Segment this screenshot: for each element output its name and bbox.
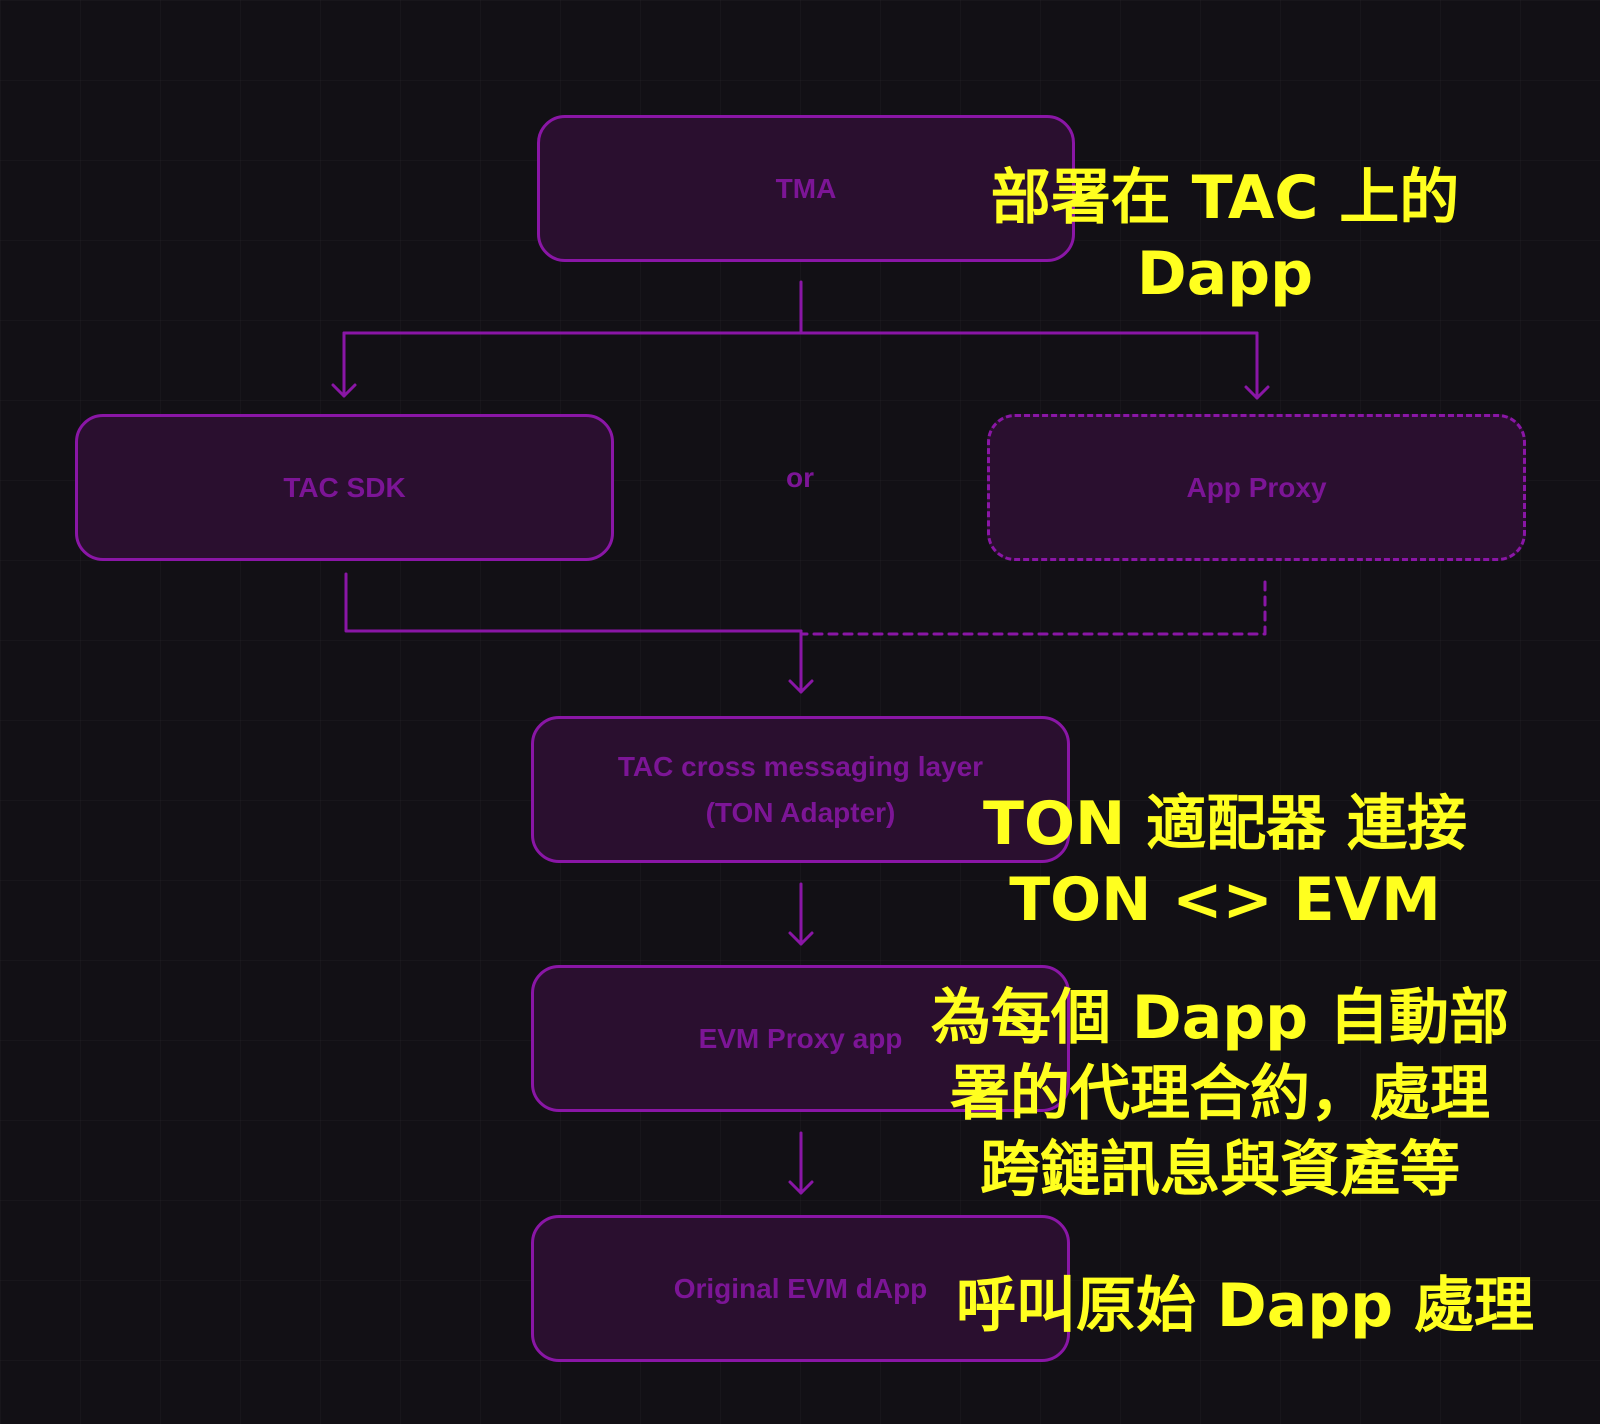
node-tac-sdk: TAC SDK	[75, 414, 614, 561]
node-tma: TMA	[537, 115, 1075, 262]
node-tac-sdk-label: TAC SDK	[283, 471, 406, 503]
arrowhead-cross-messaging	[788, 679, 814, 694]
annotation-tac-dapp-line2: Dapp	[1136, 239, 1314, 309]
annotation-proxy-contract-line1: 為每個 Dapp 自動部	[931, 983, 1509, 1053]
node-original-dapp: Original EVM dApp	[531, 1215, 1070, 1362]
annotation-tac-dapp: 部署在 TAC 上的 Dapp	[950, 160, 1500, 312]
node-app-proxy: App Proxy	[987, 414, 1526, 561]
node-app-proxy-label: App Proxy	[1186, 471, 1327, 503]
node-original-dapp-label: Original EVM dApp	[673, 1272, 928, 1304]
arrowhead-original-dapp	[788, 1180, 814, 1195]
annotation-tac-dapp-line1: 部署在 TAC 上的	[990, 163, 1460, 233]
connector-tac-sdk-merge	[344, 572, 803, 633]
node-cross-messaging: TAC cross messaging layer (TON Adapter)	[531, 716, 1070, 863]
node-evm-proxy: EVM Proxy app	[531, 965, 1070, 1112]
annotation-proxy-contract-line2: 署的代理合約，處理	[950, 1059, 1490, 1129]
annotation-ton-adapter-line2: TON <> EVM	[1009, 865, 1441, 935]
annotation-proxy-contract-line3: 跨鏈訊息與資產等	[980, 1135, 1460, 1205]
node-cross-messaging-line2: (TON Adapter)	[705, 796, 896, 828]
connector-app-proxy-merge	[799, 580, 1267, 636]
node-cross-messaging-line1: TAC cross messaging layer	[617, 750, 984, 782]
annotation-proxy-contract: 為每個 Dapp 自動部 署的代理合約，處理 跨鏈訊息與資產等	[920, 980, 1520, 1208]
annotation-call-original: 呼叫原始 Dapp 處理	[945, 1268, 1545, 1344]
annotation-call-original-line: 呼叫原始 Dapp 處理	[956, 1271, 1534, 1341]
arrowhead-tac-sdk	[331, 383, 357, 398]
node-cross-messaging-text: TAC cross messaging layer (TON Adapter)	[618, 744, 983, 836]
arrowhead-evm-proxy	[788, 931, 814, 946]
arrowhead-app-proxy	[1244, 385, 1270, 400]
annotation-ton-adapter-line1: TON 適配器 連接	[983, 789, 1467, 859]
node-tma-label: TMA	[775, 172, 837, 204]
or-label: or	[786, 462, 814, 493]
node-evm-proxy-label: EVM Proxy app	[698, 1022, 903, 1054]
annotation-ton-adapter: TON 適配器 連接 TON <> EVM	[940, 786, 1510, 938]
